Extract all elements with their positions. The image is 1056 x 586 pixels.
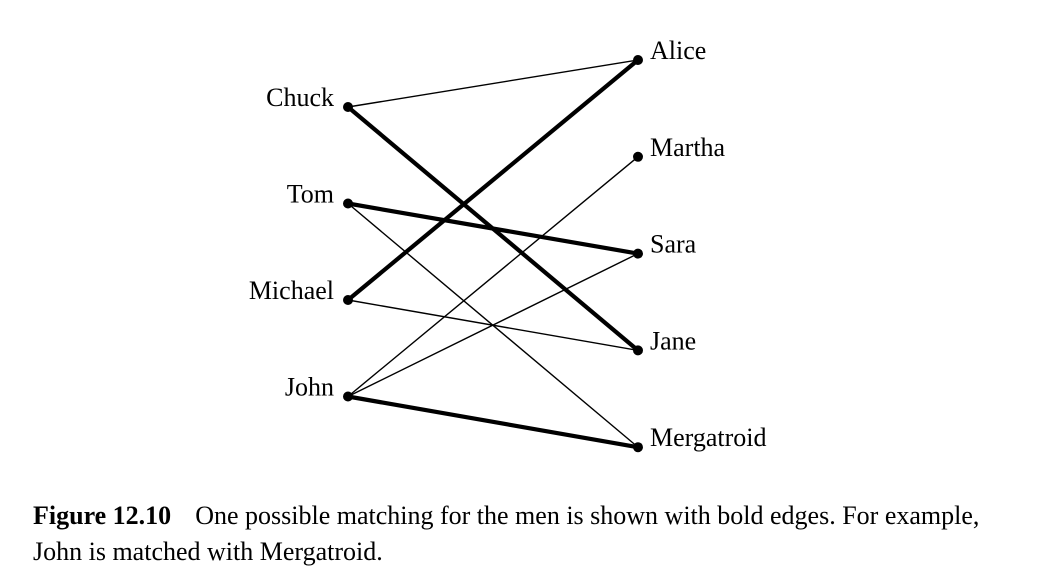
caption-text: One possible matching for the men is sho…: [33, 501, 980, 566]
matched-edge-tom-sara: [345, 201, 641, 256]
node-label-sara: Sara: [650, 230, 697, 259]
node-label-john: John: [285, 373, 334, 402]
edges-layer: [345, 57, 641, 450]
node-dot-mergatroid: [633, 442, 643, 453]
edge-john-sara: [347, 252, 639, 398]
node-label-martha: Martha: [650, 133, 726, 162]
node-dot-alice: [633, 55, 643, 65]
node-dot-tom: [343, 198, 353, 209]
node-dot-jane: [633, 345, 643, 356]
edge-john-martha: [347, 156, 639, 398]
node-label-jane: Jane: [650, 326, 696, 355]
node-dot-michael: [343, 295, 353, 305]
node-label-michael: Michael: [249, 276, 334, 305]
caption-label: Figure 12.10: [33, 501, 172, 530]
matched-edge-john-mergatroid: [345, 394, 641, 450]
node-dot-chuck: [343, 102, 353, 112]
node-label-chuck: Chuck: [266, 83, 334, 112]
node-dot-john: [343, 391, 353, 402]
node-dot-sara: [633, 248, 643, 259]
node-dot-martha: [633, 151, 643, 162]
matched-edge-michael-alice: [345, 57, 641, 303]
node-label-mergatroid: Mergatroid: [650, 423, 767, 452]
edge-chuck-alice: [347, 59, 639, 108]
node-label-alice: Alice: [650, 36, 706, 65]
node-label-tom: Tom: [287, 180, 334, 209]
